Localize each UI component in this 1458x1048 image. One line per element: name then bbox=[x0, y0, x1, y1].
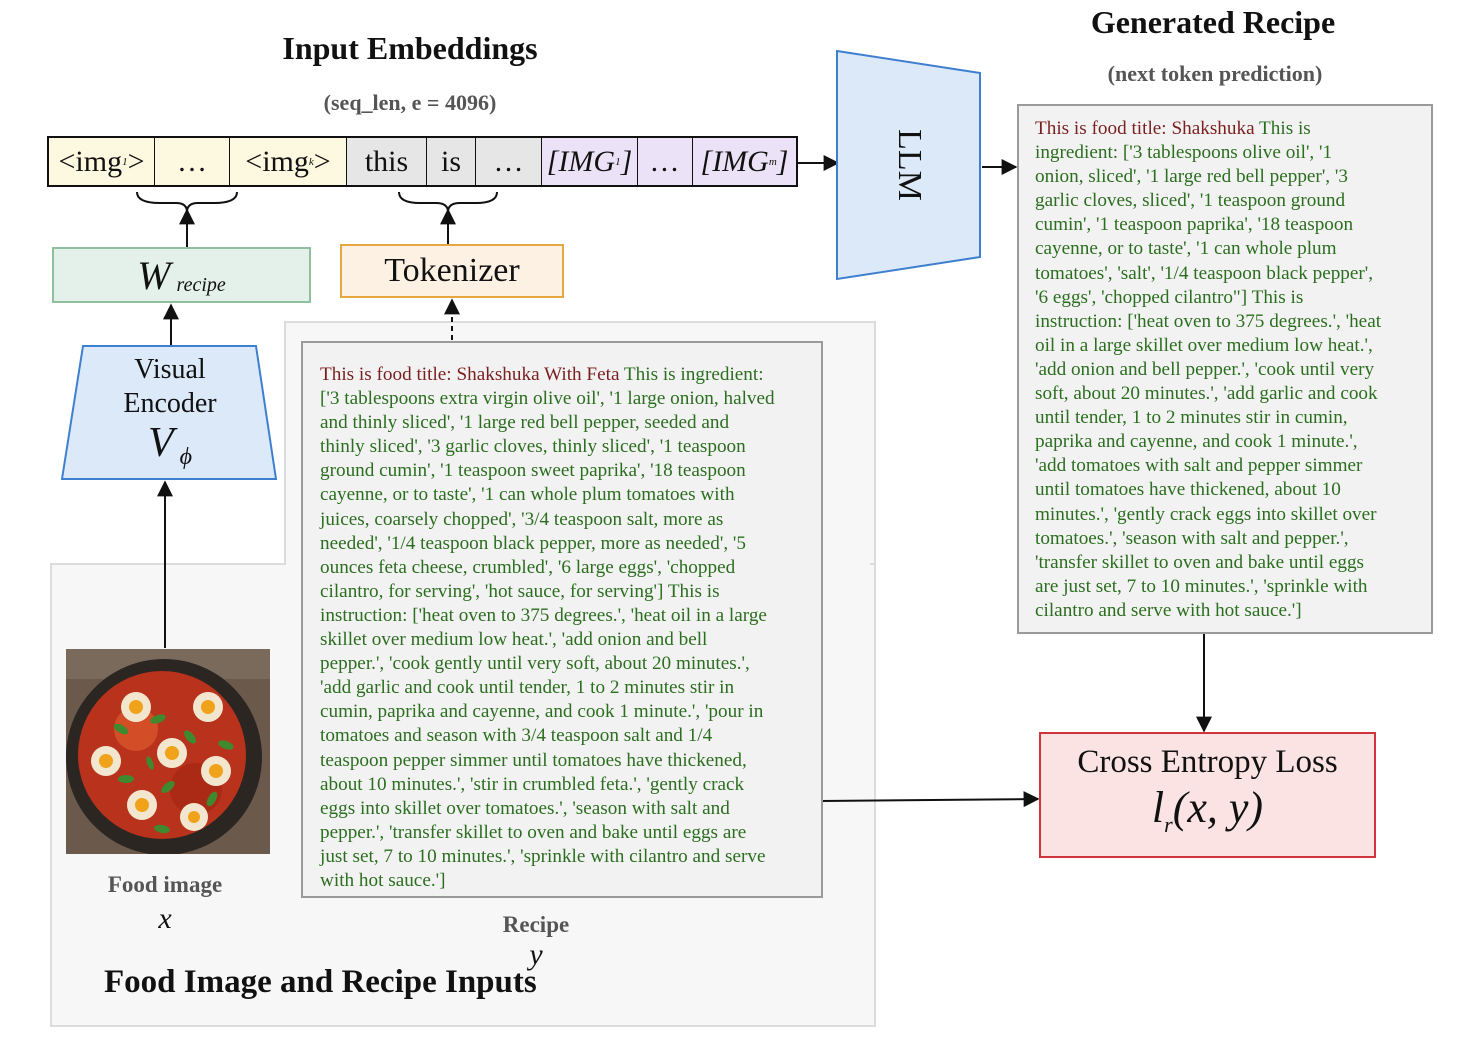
generated-recipe-line: '6 eggs', 'chopped cilantro"] This is bbox=[1035, 286, 1304, 308]
input-recipe-text: This is food title: Shakshuka With Feta … bbox=[301, 341, 823, 898]
input-recipe-line: skillet over medium low heat.', 'add oni… bbox=[320, 629, 708, 651]
input-recipe-line: just set, 7 to 10 minutes.', 'sprinkle w… bbox=[320, 845, 766, 867]
token-is: is bbox=[427, 138, 476, 185]
generated-recipe-title: Generated Recipe bbox=[1090, 4, 1336, 40]
generated-recipe-line: 'transfer skillet to oven and bake until… bbox=[1035, 551, 1365, 573]
input-recipe-line: ounces feta cheese, crumbled', '6 large … bbox=[320, 556, 736, 578]
generated-recipe-lines: This is food title: Shakshuka This is ing… bbox=[1035, 117, 1431, 623]
input-recipe-title-run: This is food title: Shakshuka With Feta bbox=[320, 364, 620, 385]
visual-encoder-line1: Visual bbox=[134, 354, 206, 385]
generated-recipe-line: are just set, 7 to 10 minutes.', 'sprink… bbox=[1035, 575, 1368, 597]
input-recipe-line: This is food title: Shakshuka With Feta … bbox=[320, 364, 764, 385]
visual-encoder-shape bbox=[60, 345, 278, 480]
loss-title: Cross Entropy Loss bbox=[1077, 744, 1338, 780]
food-photo bbox=[66, 649, 270, 854]
tokenizer-block: Tokenizer bbox=[340, 244, 564, 298]
cross-entropy-loss-block: Cross Entropy Loss lr(x, y) bbox=[1039, 732, 1376, 858]
loss-formula: lr(x, y) bbox=[1151, 783, 1264, 837]
generated-recipe-line: onion, sliced', '1 large red bell pepper… bbox=[1035, 166, 1348, 188]
input-recipe-line: instruction: ['heat oven to 375 degrees.… bbox=[320, 604, 767, 626]
token-this: this bbox=[347, 138, 427, 185]
visual-encoder-line2: Encoder bbox=[123, 388, 217, 419]
input-recipe-line: and thinly sliced', '1 large red bell pe… bbox=[320, 412, 730, 434]
recipe-label: Recipe bbox=[502, 912, 570, 937]
food-image-variable: x bbox=[158, 902, 172, 935]
inputs-panel-title: Food Image and Recipe Inputs bbox=[104, 964, 537, 1000]
generated-recipe-line: soft, about 20 minutes.', 'add garlic an… bbox=[1035, 383, 1378, 405]
input-recipe-line: eggs into skillet over tomatoes.', 'seas… bbox=[320, 797, 730, 819]
generated-recipe-line: 'add onion and bell pepper.', 'cook unti… bbox=[1035, 358, 1375, 380]
token-IMG-ellipsis: … bbox=[638, 138, 693, 185]
generated-recipe-line: tomatoes.', 'season with salt and pepper… bbox=[1035, 527, 1349, 549]
generated-recipe-line: 'add tomatoes with salt and pepper simme… bbox=[1035, 455, 1363, 477]
generated-recipe-line: cumin', '1 teaspoon paprika', '18 teaspo… bbox=[1035, 214, 1354, 236]
llm-label: LLM bbox=[890, 129, 928, 201]
input-recipe-line: cumin, paprika and cayenne, and cook 1 m… bbox=[320, 701, 764, 723]
input-recipe-line: thinly sliced', '3 garlic cloves, thinly… bbox=[320, 436, 746, 458]
w-recipe-block: W recipe bbox=[52, 247, 311, 303]
generated-recipe-line: cayenne, or to taste', '1 can whole plum bbox=[1035, 238, 1337, 260]
generated-recipe-title-run: This is food title: Shakshuka bbox=[1035, 118, 1255, 139]
w-recipe-symbol: W bbox=[137, 252, 171, 298]
input-recipe-line: 'add garlic and cook until tender, 1 to … bbox=[320, 677, 735, 699]
llm-block bbox=[836, 49, 981, 281]
token-text-ellipsis: … bbox=[476, 138, 542, 185]
generated-recipe-line: oil in a large skillet over medium low h… bbox=[1035, 334, 1373, 356]
generated-recipe-line: cilantro and serve with hot sauce.'] bbox=[1035, 599, 1302, 621]
input-recipe-lines: This is food title: Shakshuka With Feta … bbox=[320, 363, 821, 893]
generated-recipe-line: ingredient: ['3 tablespoons olive oil', … bbox=[1035, 142, 1333, 164]
generated-recipe-text: This is food title: Shakshuka This is ing… bbox=[1017, 104, 1433, 634]
generated-recipe-line: paprika and cayenne, and cook 1 minute.'… bbox=[1035, 431, 1358, 453]
token-img-ellipsis: … bbox=[155, 138, 230, 185]
input-embeddings-title: Input Embeddings bbox=[282, 30, 538, 66]
input-recipe-line: with hot sauce.'] bbox=[320, 869, 446, 891]
tokenizer-label: Tokenizer bbox=[384, 252, 520, 289]
generated-recipe-line: tomatoes', 'salt', '1/4 teaspoon black p… bbox=[1035, 262, 1374, 284]
generated-recipe-line: garlic cloves, sliced', '1 teaspoon grou… bbox=[1035, 190, 1346, 212]
input-recipe-line: ['3 tablespoons extra virgin olive oil',… bbox=[320, 388, 775, 410]
input-recipe-line: juices, coarsely chopped', '3/4 teaspoon… bbox=[320, 508, 724, 530]
generated-recipe-line: This is food title: Shakshuka This is bbox=[1035, 118, 1311, 139]
recipe-variable: y bbox=[529, 938, 543, 971]
generated-recipe-line: until tomatoes have thickened, about 10 bbox=[1035, 479, 1341, 501]
brace-image-tokens bbox=[136, 191, 238, 213]
input-recipe-line: tomatoes and season with 3/4 teaspoon sa… bbox=[320, 725, 713, 747]
input-recipe-line: needed', '1/4 teaspoon black pepper, mor… bbox=[320, 532, 746, 554]
input-recipe-line: about 10 minutes.', 'stir in crumbled fe… bbox=[320, 773, 745, 795]
w-recipe-subscript: recipe bbox=[176, 273, 226, 296]
input-recipe-line: teaspoon pepper simmer until tomatoes ha… bbox=[320, 749, 747, 771]
generated-recipe-line: until tender, 1 to 2 minutes stir in cum… bbox=[1035, 407, 1348, 429]
input-recipe-line: ground cumin', '1 teaspoon sweet paprika… bbox=[320, 460, 746, 482]
food-image-label: Food image bbox=[107, 872, 223, 897]
input-recipe-line: pepper.', 'transfer skillet to oven and … bbox=[320, 821, 747, 843]
seq-len-label: (seq_len, e = 4096) bbox=[323, 90, 497, 115]
input-recipe-line: pepper.', 'cook gently until very soft, … bbox=[320, 653, 750, 675]
llm-label-wrap: LLM bbox=[835, 49, 982, 281]
generated-recipe-line: minutes.', 'gently crack eggs into skill… bbox=[1035, 503, 1377, 525]
input-recipe-line: cayenne, or to taste', '1 can whole plum… bbox=[320, 484, 735, 506]
input-recipe-line: cilantro, for serving', 'hot sauce, for … bbox=[320, 580, 720, 602]
generated-recipe-line: instruction: ['heat oven to 375 degrees.… bbox=[1035, 310, 1382, 332]
next-token-label: (next token prediction) bbox=[1107, 61, 1323, 86]
brace-text-tokens bbox=[398, 191, 498, 213]
